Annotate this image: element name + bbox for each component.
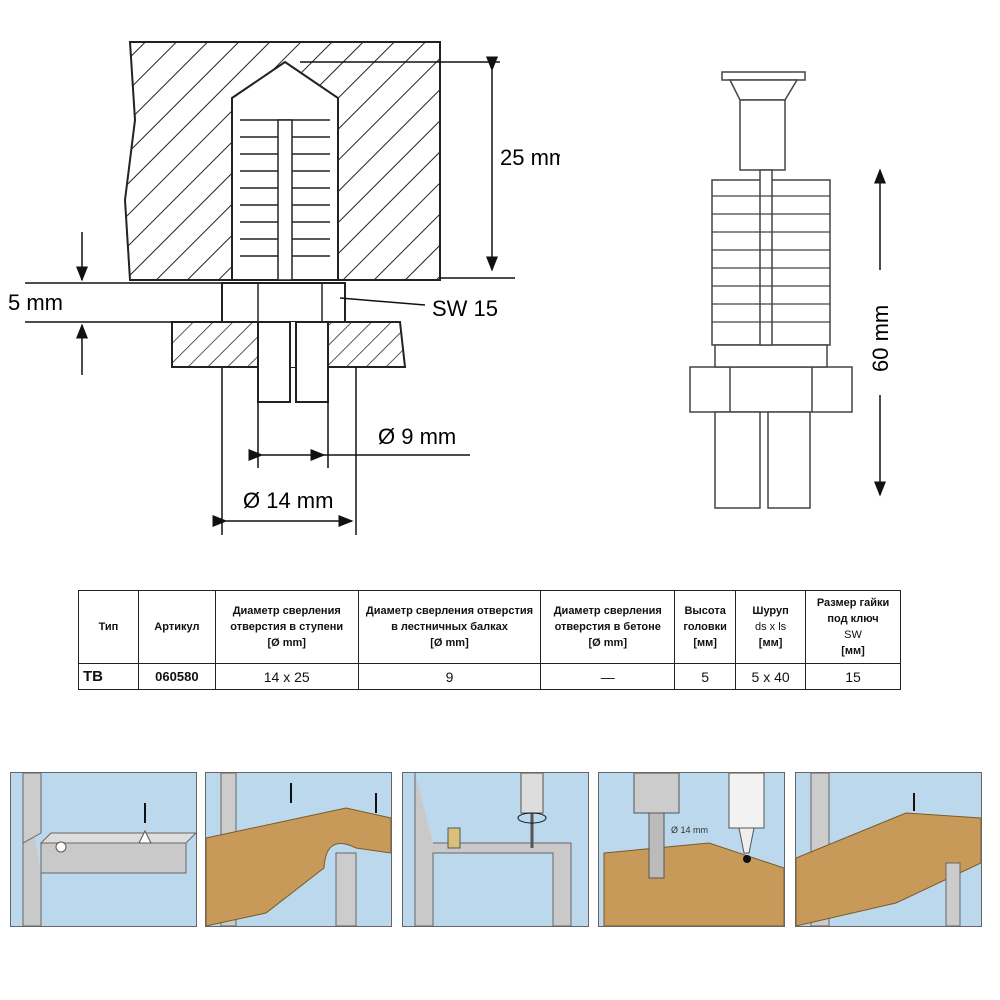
dowel-legs [257, 321, 329, 403]
cell-article: 060580 [137, 663, 216, 690]
step-3-illustration [402, 772, 589, 927]
header-article: Артикул [137, 590, 216, 664]
step-2-illustration [205, 772, 392, 927]
hex-nut [221, 282, 346, 323]
cell-screw: 5 x 40 [735, 663, 807, 690]
dowel-in-step [231, 60, 339, 281]
dowel-installation-drawing: 25 mm 5 mm SW 15 Ø 9 mm Ø 14 mm [8, 41, 560, 535]
cell-step-hole: 14 x 25 [214, 663, 359, 690]
small-diameter-label: Ø 9 mm [378, 424, 456, 449]
depth-label: 25 mm [500, 145, 560, 170]
drill-diameter-label: Ø 14 mm [671, 825, 708, 835]
cell-head-height: 5 [674, 663, 737, 690]
large-diameter-label: Ø 14 mm [243, 488, 333, 513]
table-row: TB 060580 14 x 25 9 — 5 5 x 40 15 [78, 663, 901, 690]
cell-concrete-hole: — [540, 663, 676, 690]
head-height-label: 5 mm [8, 290, 63, 315]
step-5-illustration [795, 772, 982, 927]
cell-type: TB [78, 663, 139, 690]
length-label: 60 mm [868, 305, 893, 372]
step-4-illustration: Ø 14 mm [598, 772, 785, 927]
dowel-side-drawing: 60 mm [689, 71, 893, 509]
cell-beam-hole: 9 [357, 663, 542, 690]
header-type: Тип [78, 590, 139, 664]
cell-wrench-size: 15 [805, 663, 901, 690]
step-1-illustration [10, 772, 197, 927]
wrench-size-label: SW 15 [432, 296, 498, 321]
